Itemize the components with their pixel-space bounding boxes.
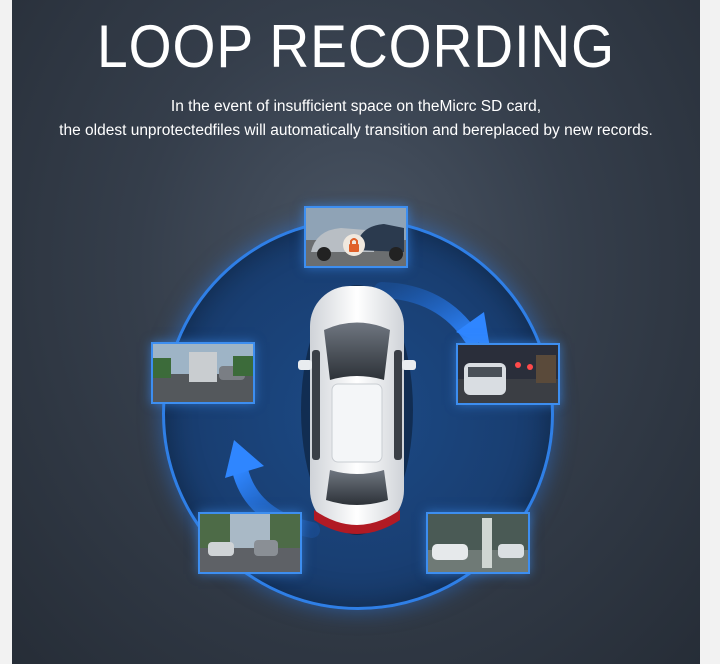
loop-illustration [225, 282, 490, 538]
lock-icon [343, 234, 365, 256]
description: In the event of insufficient space on th… [12, 95, 700, 143]
thumbnail-highway-truck [151, 342, 255, 404]
thumbnail-night-street [456, 343, 560, 405]
thumbnail-city-traffic [198, 512, 302, 574]
page-margin-right [700, 0, 720, 664]
description-line-2: the oldest unprotectedfiles will automat… [59, 122, 653, 139]
page-margin-left [0, 0, 12, 664]
loop-arrow-top-icon [374, 282, 490, 348]
loop-recording-banner: LOOP RECORDING In the event of insuffici… [12, 0, 700, 664]
thumbnail-parking-garage [426, 512, 530, 574]
page-title: LOOP RECORDING [97, 13, 615, 80]
car-icon [298, 285, 416, 535]
description-line-1: In the event of insufficient space on th… [170, 98, 542, 115]
